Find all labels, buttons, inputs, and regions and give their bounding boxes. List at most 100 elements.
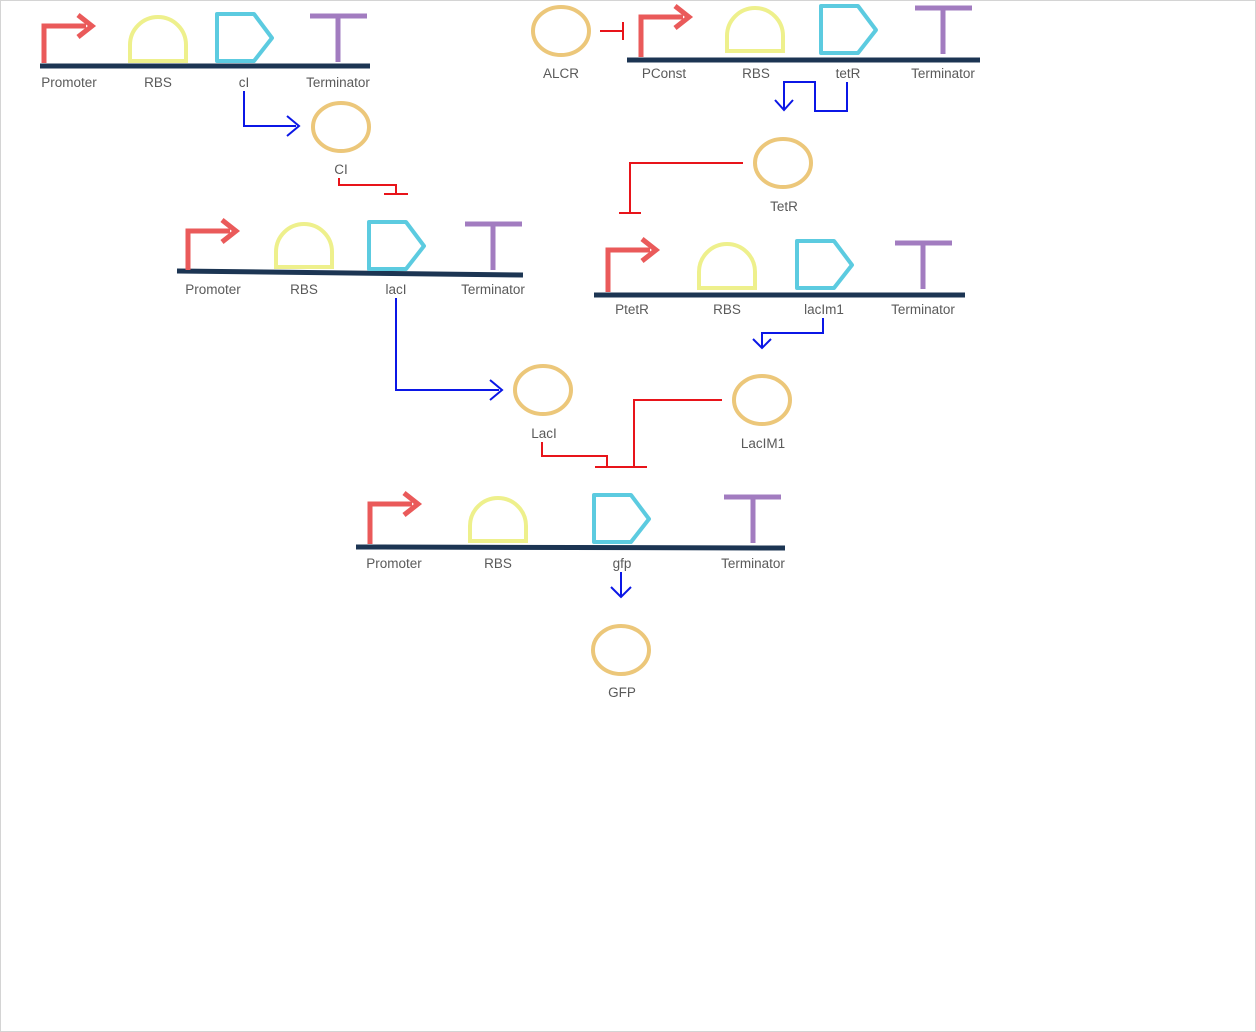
edge-line — [783, 81, 848, 112]
activation-edge-gfp[interactable] — [610, 572, 632, 599]
rbs-part[interactable]: RBS — [274, 222, 334, 297]
edge-line — [243, 91, 296, 127]
part-label: Terminator — [891, 302, 955, 317]
promoter-glyph — [41, 23, 86, 63]
arrowhead-icon — [489, 379, 504, 401]
species-gfp[interactable]: GFP — [591, 624, 651, 700]
rbs-part[interactable]: RBS — [468, 496, 528, 571]
part-label: RBS — [713, 302, 741, 317]
activation-edge-ci[interactable] — [243, 91, 301, 137]
cds-glyph — [367, 220, 426, 271]
species-label: LacI — [531, 426, 557, 441]
promoter-part[interactable]: PtetR — [605, 237, 661, 317]
species-oval — [513, 364, 573, 416]
part-label: RBS — [144, 75, 172, 90]
repression-edge-ci[interactable] — [338, 178, 408, 195]
repression-edge-laclm1[interactable] — [621, 399, 722, 468]
dna-backbone — [355, 544, 786, 551]
species-oval — [311, 101, 371, 153]
species-laci[interactable]: LacI — [513, 364, 573, 441]
cds-part[interactable]: lacIm1 — [795, 239, 854, 317]
promoter-arrowhead — [640, 237, 661, 263]
part-label: RBS — [290, 282, 318, 297]
part-label: tetR — [836, 66, 861, 81]
species-label: GFP — [608, 685, 636, 700]
part-label: PConst — [642, 66, 687, 81]
cds-glyph — [592, 493, 651, 544]
arrowhead-icon — [774, 99, 794, 112]
terminator-glyph — [724, 494, 781, 543]
species-laclm1[interactable]: LacIM1 — [732, 374, 792, 451]
rbs-glyph — [274, 222, 334, 269]
activation-edge-tetr[interactable] — [774, 81, 848, 112]
terminator-part[interactable]: Terminator — [461, 221, 525, 297]
activation-edge-laclm1[interactable] — [752, 318, 824, 350]
part-label: Promoter — [366, 556, 422, 571]
promoter-glyph — [367, 501, 412, 544]
part-label: Terminator — [461, 282, 525, 297]
promoter-part[interactable]: Promoter — [366, 491, 422, 571]
edge-line — [395, 298, 499, 391]
construct-laci[interactable]: Promoter RBS lacI Terminator — [176, 218, 525, 297]
cds-part[interactable]: lacI — [367, 220, 426, 297]
rbs-part[interactable]: RBS — [697, 242, 757, 317]
promoter-part[interactable]: Promoter — [185, 218, 241, 297]
promoter-arrowhead — [673, 4, 694, 30]
arrowhead-icon — [752, 338, 772, 350]
rbs-part[interactable]: RBS — [128, 15, 188, 90]
dna-backbone — [176, 268, 524, 278]
terminator-glyph — [915, 5, 972, 54]
cds-glyph — [795, 239, 854, 290]
terminator-glyph — [895, 240, 952, 289]
rbs-part[interactable]: RBS — [725, 6, 785, 81]
rbs-glyph — [725, 6, 785, 53]
terminator-glyph — [465, 221, 522, 270]
construct-tetr[interactable]: PConst RBS tetR Terminator — [627, 4, 980, 81]
repression-edge-tetr[interactable] — [619, 162, 743, 214]
part-label: lacIm1 — [804, 302, 844, 317]
construct-gfp[interactable]: Promoter RBS gfp Terminator — [355, 491, 786, 571]
species-oval — [753, 137, 813, 189]
edge-line — [338, 178, 397, 194]
part-label: RBS — [484, 556, 512, 571]
species-ci[interactable]: CI — [311, 101, 371, 177]
rbs-glyph — [468, 496, 528, 543]
terminator-part[interactable]: Terminator — [891, 240, 955, 317]
part-label: lacI — [385, 282, 406, 297]
edge-line — [761, 318, 824, 347]
repression-edge-laci[interactable] — [541, 442, 621, 468]
part-label: Promoter — [41, 75, 97, 90]
cds-part[interactable]: tetR — [819, 4, 878, 81]
terminator-part[interactable]: Terminator — [721, 494, 785, 571]
part-label: Terminator — [306, 75, 370, 90]
edge-line — [541, 442, 608, 467]
species-alcr[interactable]: ALCR — [531, 5, 591, 81]
promoter-part[interactable]: PConst — [638, 4, 694, 81]
terminator-part[interactable]: Terminator — [306, 13, 370, 90]
species-oval — [531, 5, 591, 57]
rbs-glyph — [128, 15, 188, 63]
terminator-glyph — [310, 13, 367, 62]
rbs-glyph — [697, 242, 757, 290]
part-label: Terminator — [911, 66, 975, 81]
species-oval — [732, 374, 792, 426]
species-label: CI — [334, 162, 348, 177]
species-tetr[interactable]: TetR — [753, 137, 813, 214]
construct-laclm1[interactable]: PtetR RBS lacIm1 Terminator — [594, 237, 965, 317]
edge-line — [633, 399, 722, 467]
cds-part[interactable]: cI — [215, 12, 274, 90]
construct-ci[interactable]: Promoter RBS cI Terminator — [40, 12, 370, 90]
promoter-part[interactable]: Promoter — [41, 13, 97, 90]
cds-part[interactable]: gfp — [592, 493, 651, 571]
species-oval — [591, 624, 651, 676]
terminator-part[interactable]: Terminator — [911, 5, 975, 81]
species-label: TetR — [770, 199, 798, 214]
arrowhead-icon — [610, 586, 632, 599]
promoter-arrowhead — [76, 13, 97, 39]
promoter-glyph — [185, 228, 230, 270]
activation-edge-laci[interactable] — [395, 298, 504, 401]
promoter-glyph — [638, 14, 683, 57]
repression-edge-alcr[interactable] — [600, 22, 624, 40]
part-label: Promoter — [185, 282, 241, 297]
cds-glyph — [819, 4, 878, 55]
